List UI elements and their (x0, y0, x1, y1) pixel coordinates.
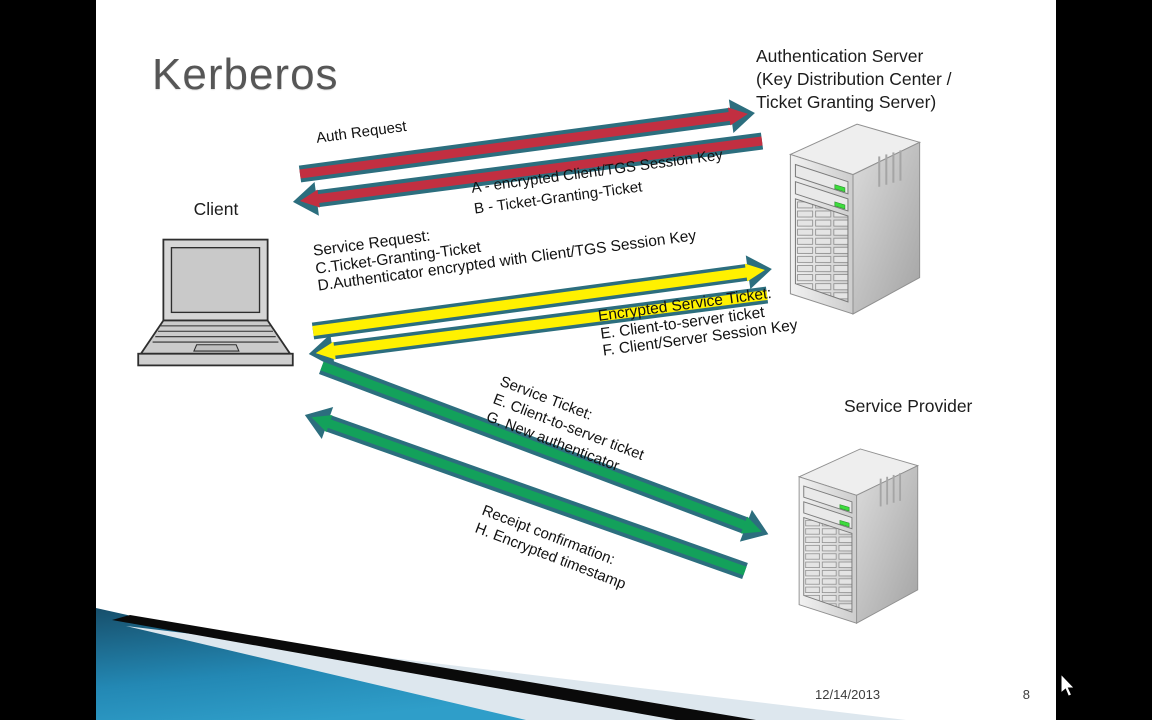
arrow-receipt-confirmation (304, 406, 748, 580)
letterbox-left (0, 0, 96, 720)
arrow-service-request (311, 255, 772, 340)
page-title: Kerberos (152, 50, 339, 99)
message-arrows-layer (292, 99, 772, 580)
arrow-auth-request (298, 99, 755, 183)
slide-page-number: 8 (1022, 687, 1030, 702)
laptop-icon (137, 238, 294, 367)
slide-date: 12/14/2013 (815, 687, 881, 702)
arrow-auth-response (292, 132, 764, 216)
arrow-service-ticket (319, 358, 769, 542)
server-tower-icon (789, 123, 921, 315)
mouse-cursor-icon (1060, 674, 1076, 698)
letterbox-right (1056, 0, 1152, 720)
service-provider-label: Service Provider (844, 396, 973, 416)
kerberos-slide: Kerberos Client Authentication Server (K… (96, 0, 1056, 720)
slide-theme-swoosh (96, 608, 906, 720)
client-label: Client (193, 199, 239, 219)
auth-server-label: Authentication Server (Key Distribution … (756, 46, 952, 112)
